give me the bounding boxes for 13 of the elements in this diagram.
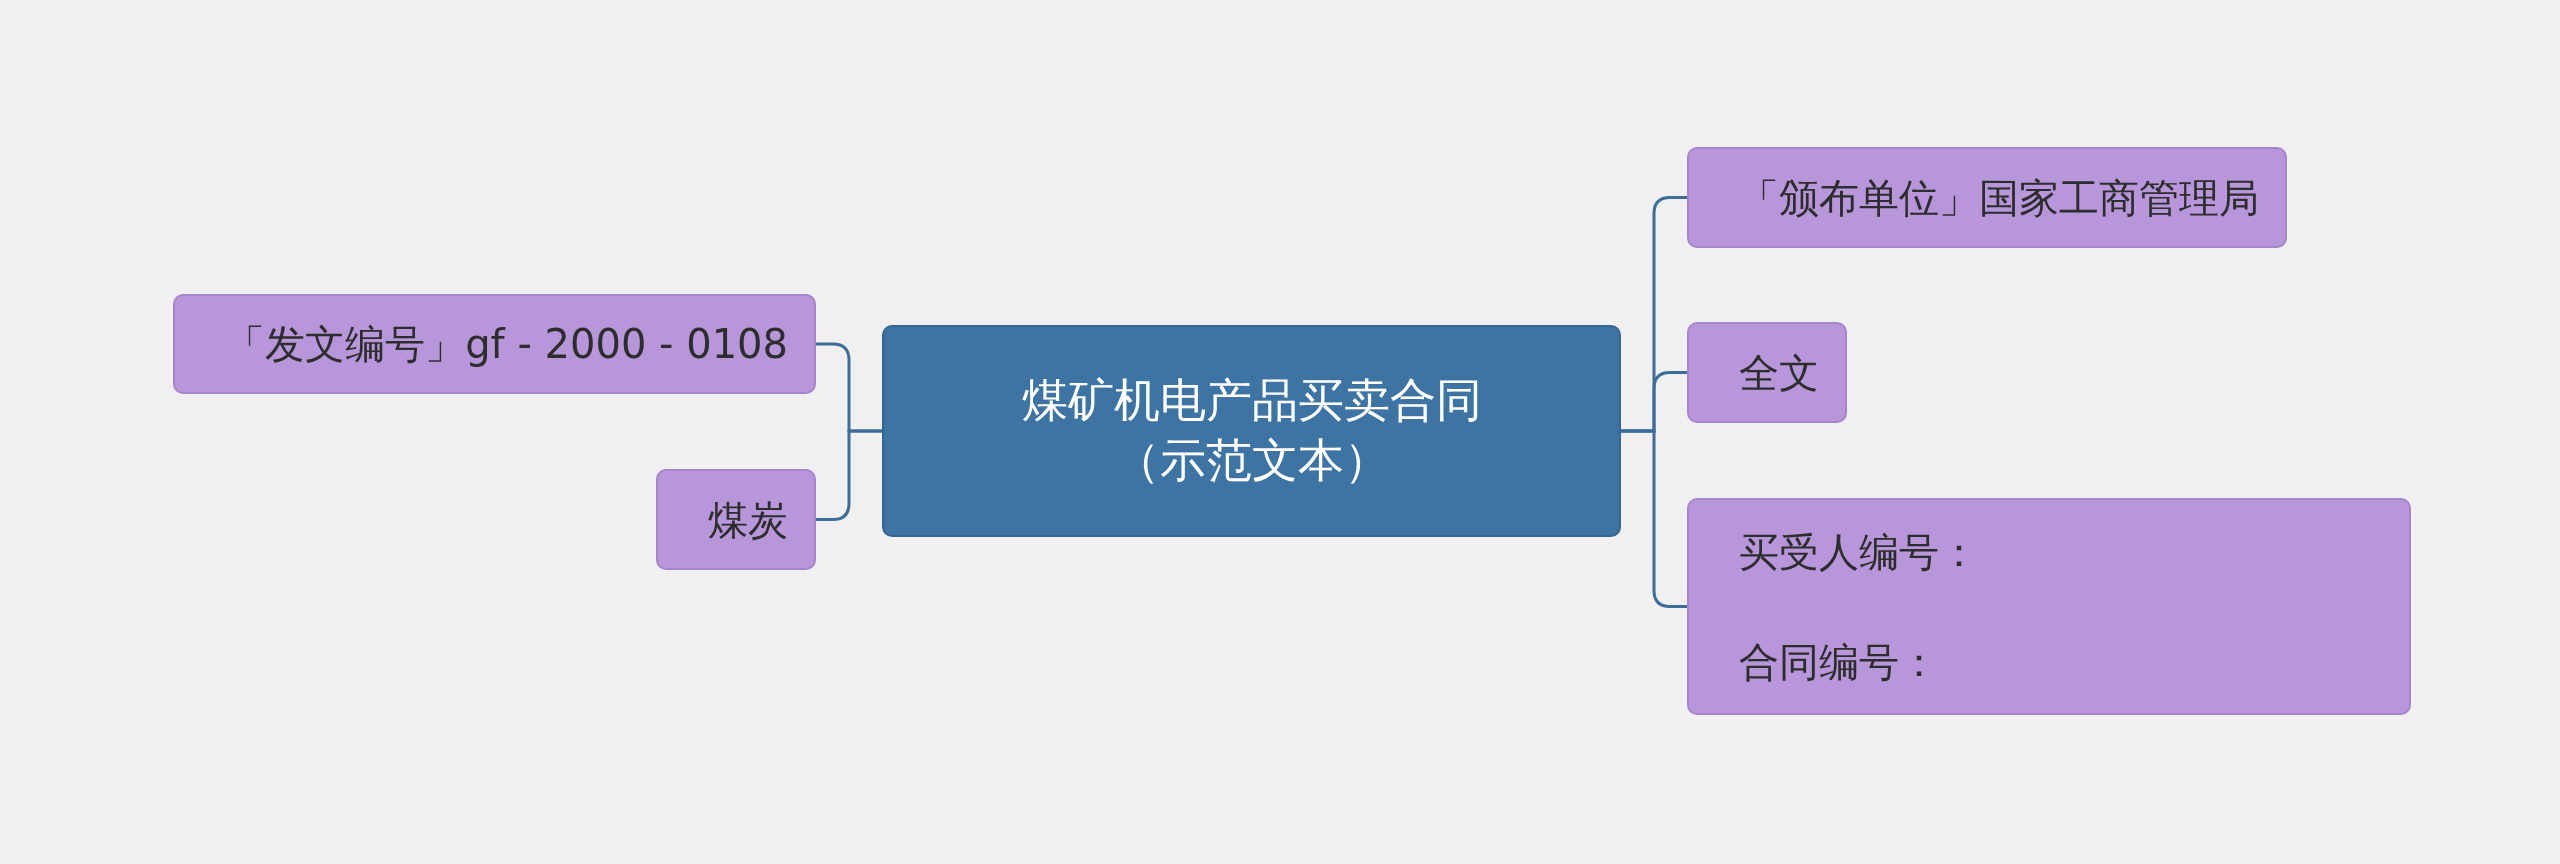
node-text: 「颁布单位」国家工商管理局 [1739,173,2259,222]
subtopic-box [656,469,816,570]
node-text: 合同编号： [1739,637,1940,686]
subtopic-box [173,294,816,394]
node-text: 买受人编号： [1739,527,1980,576]
subtopic-box [1687,147,2287,248]
node-text: 煤矿机电产品买卖合同（示范文本） [1020,372,1483,489]
subtopic-box [1687,322,1847,423]
node-text: 全文 [1739,348,1819,397]
node-text: 煤炭 [708,495,788,544]
subtopic-box [1687,498,2411,715]
topic-box [882,325,1621,537]
node-text: 「发文编号」gf - 2000 - 0108 [225,320,788,368]
